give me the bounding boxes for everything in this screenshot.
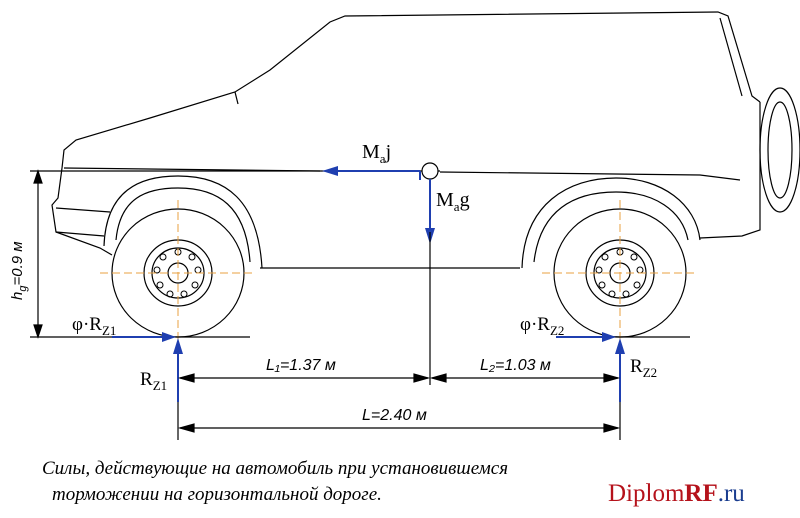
dimension-lines: [177, 373, 621, 440]
front-wheel-arch: [103, 175, 263, 269]
site-logo: DiplomRF.ru: [608, 480, 745, 508]
logo-part-2: RF: [684, 480, 718, 507]
reaction-rear-label: RZ2: [630, 356, 657, 380]
friction-force-front-label: φ·RZ1: [72, 314, 116, 338]
center-of-mass-icon: [421, 162, 439, 180]
wheel-centerlines: [100, 200, 698, 345]
friction-force-rear-label: φ·RZ2: [520, 314, 564, 338]
friction-force-rear-arrow: [556, 332, 616, 342]
logo-part-3: .ru: [717, 480, 745, 507]
logo-part-1: Diplom: [608, 480, 685, 507]
l-dimension-label: L=2.40 м: [362, 407, 427, 424]
inertia-force-arrow: [322, 166, 421, 180]
spare-wheel: [759, 87, 800, 213]
vehicle-body: [51, 11, 761, 269]
hg-label: hg=0.9 м: [9, 241, 29, 300]
reaction-front-label: RZ1: [140, 369, 167, 393]
hg-dimension: [33, 169, 43, 339]
inertia-force-label: Maj: [362, 141, 391, 166]
caption-line-1: Силы, действующие на автомобиль при уста…: [42, 458, 509, 479]
reaction-front-arrow: [173, 338, 183, 402]
ground-line: [30, 170, 690, 338]
l1-dimension-label: L₁=1.37 м: [266, 357, 336, 374]
rear-wheel-arch: [521, 177, 701, 269]
caption-line-2: торможении на горизонтальной дороге.: [52, 484, 382, 505]
gravity-force-label: Mag: [436, 189, 470, 214]
friction-force-front-arrow: [112, 332, 176, 342]
l2-dimension-label: L₂=1.03 м: [480, 357, 551, 374]
reaction-rear-arrow: [615, 338, 625, 402]
